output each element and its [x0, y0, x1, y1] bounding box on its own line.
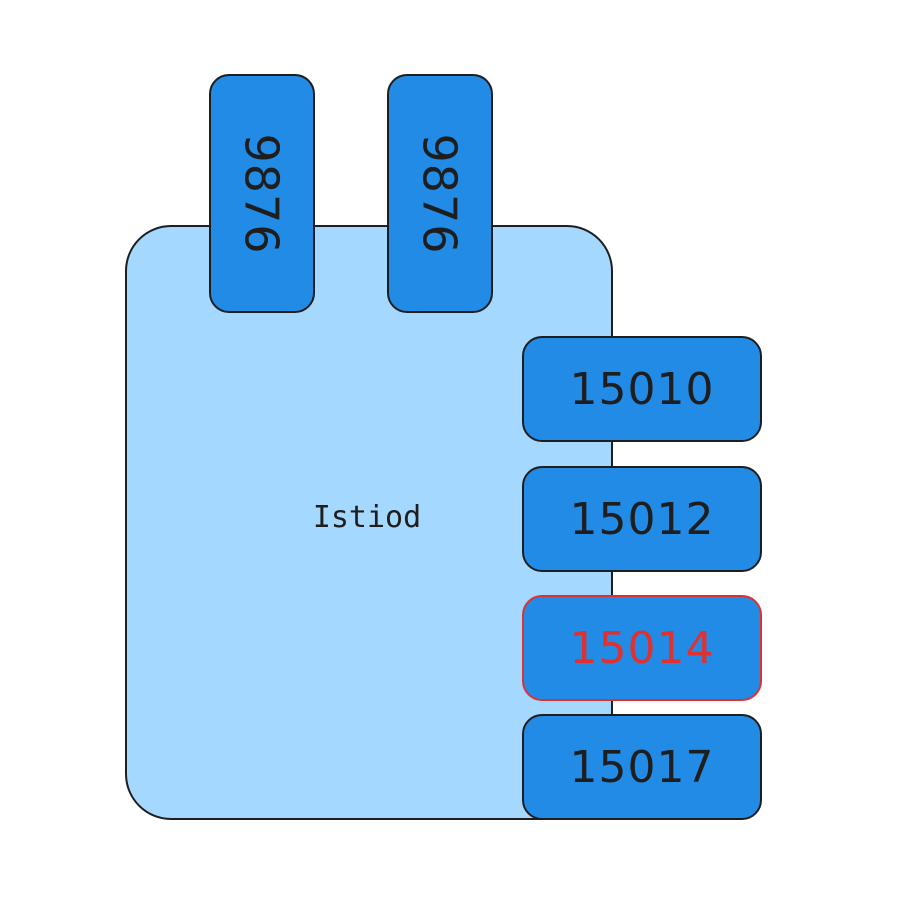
port-9876-second: 9876: [387, 74, 493, 313]
port-label: 9876: [413, 132, 468, 255]
port-15014-highlighted: 15014: [522, 595, 762, 701]
port-label: 9876: [235, 132, 290, 255]
port-15012: 15012: [522, 466, 762, 572]
port-label: 15014: [569, 622, 715, 674]
istiod-label: Istiod: [312, 500, 422, 535]
port-15010: 15010: [522, 336, 762, 442]
port-15017: 15017: [522, 714, 762, 820]
port-label: 15010: [569, 363, 715, 415]
port-9876-first: 9876: [209, 74, 315, 313]
port-label: 15012: [569, 493, 715, 545]
port-label: 15017: [569, 741, 715, 793]
